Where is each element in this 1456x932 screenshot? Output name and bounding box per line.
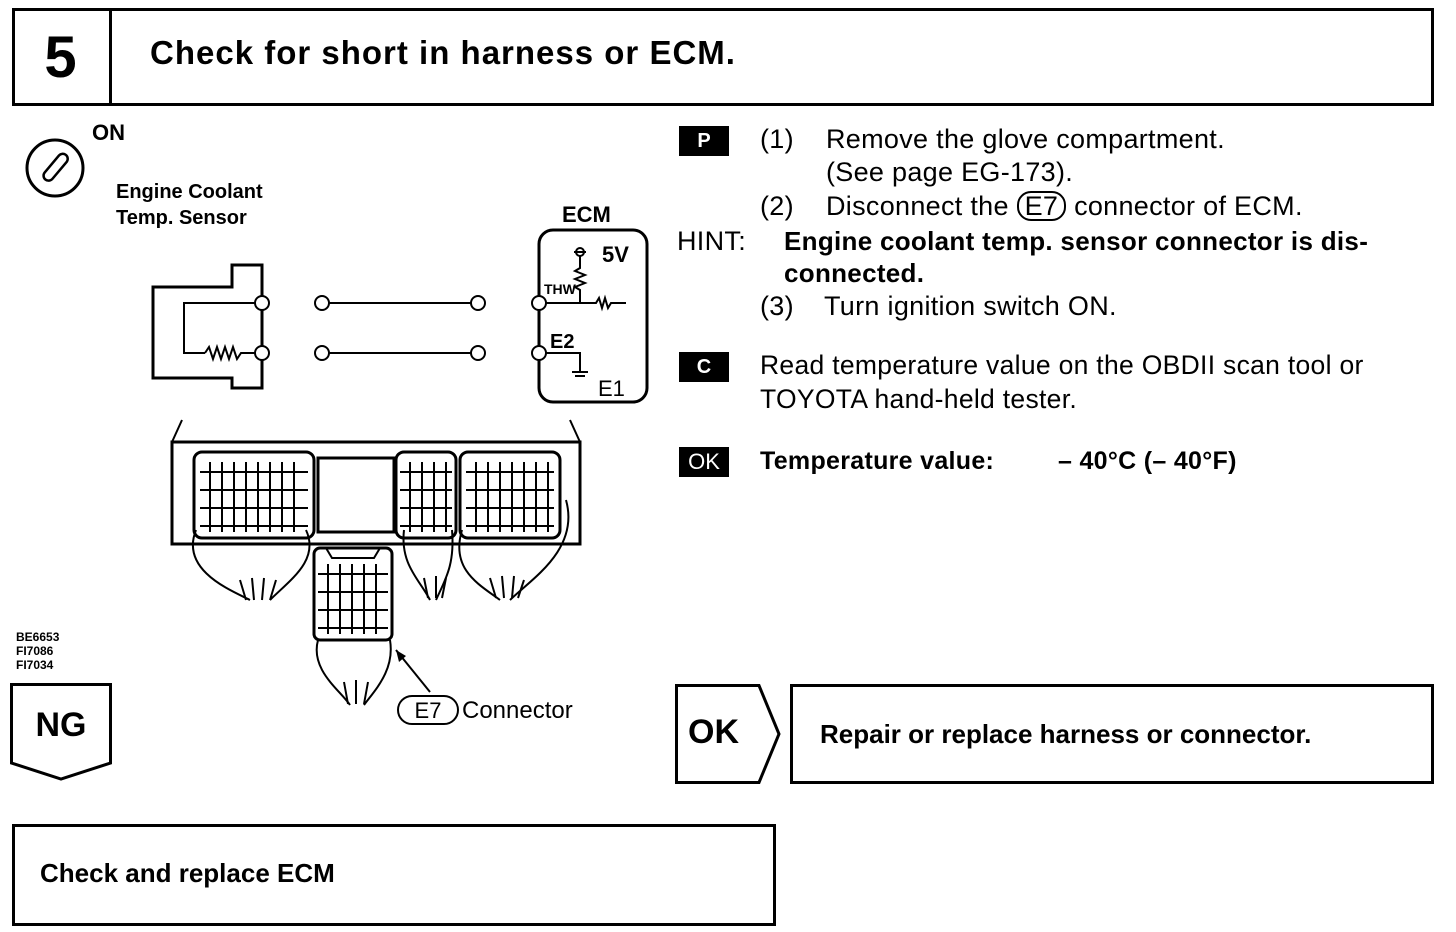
ok-condition-value: – 40°C (– 40°F) bbox=[1058, 447, 1237, 475]
ng-action-text: Check and replace ECM bbox=[40, 858, 335, 888]
ok-badge: OK bbox=[679, 447, 729, 477]
wiring-diagram: ON Engine Coolant Temp. Sensor ECM 5V TH… bbox=[25, 120, 649, 725]
check-line1: Read temperature value on the OBDII scan… bbox=[760, 350, 1364, 380]
step-number: 5 bbox=[12, 8, 112, 106]
ok-label: OK bbox=[688, 713, 739, 751]
hint-line1: Engine coolant temp. sensor connector is… bbox=[784, 226, 1369, 256]
step2-text: Disconnect the E7 connector of ECM. bbox=[826, 191, 1303, 222]
step2-text-post: connector of ECM. bbox=[1074, 191, 1303, 221]
step2-number: (2) bbox=[760, 191, 794, 221]
ecm-label: ECM bbox=[562, 202, 611, 227]
thw-label: THW bbox=[544, 281, 577, 297]
check-badge: C bbox=[679, 352, 729, 382]
voltage-label: 5V bbox=[602, 242, 629, 267]
connector-id: E7 bbox=[415, 698, 442, 723]
hint-line2: connected. bbox=[784, 258, 925, 288]
connector-label: Connector bbox=[462, 697, 573, 724]
ok-flag bbox=[675, 684, 781, 784]
step3-number: (3) bbox=[760, 291, 794, 321]
sensor-connector-outline bbox=[151, 263, 264, 390]
ref-code: FI7086 bbox=[16, 644, 54, 658]
e1-label: E1 bbox=[598, 376, 625, 401]
ref-code: BE6653 bbox=[16, 630, 60, 644]
connector-id-pill bbox=[397, 695, 459, 725]
step-header-box bbox=[12, 8, 1434, 106]
step1-number: (1) bbox=[760, 124, 794, 154]
ecm-box bbox=[537, 228, 649, 404]
check-line2: TOYOTA hand-held tester. bbox=[760, 384, 1078, 414]
pullup-resistor-icon bbox=[572, 256, 588, 303]
sensor-label-line2: Temp. Sensor bbox=[116, 207, 247, 229]
ecm-connector-illustration bbox=[170, 419, 582, 706]
switch-label: ON bbox=[92, 120, 125, 145]
step3-text: Turn ignition switch ON. bbox=[824, 291, 1117, 321]
hint-label: HINT: bbox=[677, 226, 746, 256]
sensor-resistor-icon bbox=[204, 343, 262, 363]
sensor-label-line1: Engine Coolant bbox=[116, 181, 263, 203]
ok-action-text: Repair or replace harness or connector. bbox=[820, 719, 1312, 749]
step1-text: Remove the glove compartment. bbox=[826, 124, 1225, 154]
ng-action-box bbox=[12, 824, 776, 926]
step1-subtext: (See page EG-173). bbox=[826, 157, 1074, 187]
reference-codes: BE6653 FI7086 FI7034 bbox=[16, 630, 59, 672]
ok-action-box bbox=[790, 684, 1434, 784]
ok-condition-label: Temperature value: bbox=[760, 447, 995, 475]
e2-label: E2 bbox=[550, 331, 574, 353]
ng-flag bbox=[10, 683, 112, 781]
ignition-switch-icon bbox=[25, 138, 85, 198]
ng-label: NG bbox=[35, 706, 87, 744]
step2-connector-pill: E7 bbox=[1016, 191, 1067, 221]
ref-code: FI7034 bbox=[16, 658, 54, 672]
step2-text-pre: Disconnect the bbox=[826, 191, 1009, 221]
step-title: Check for short in harness or ECM. bbox=[150, 34, 736, 71]
procedure-badge: P bbox=[679, 126, 729, 156]
